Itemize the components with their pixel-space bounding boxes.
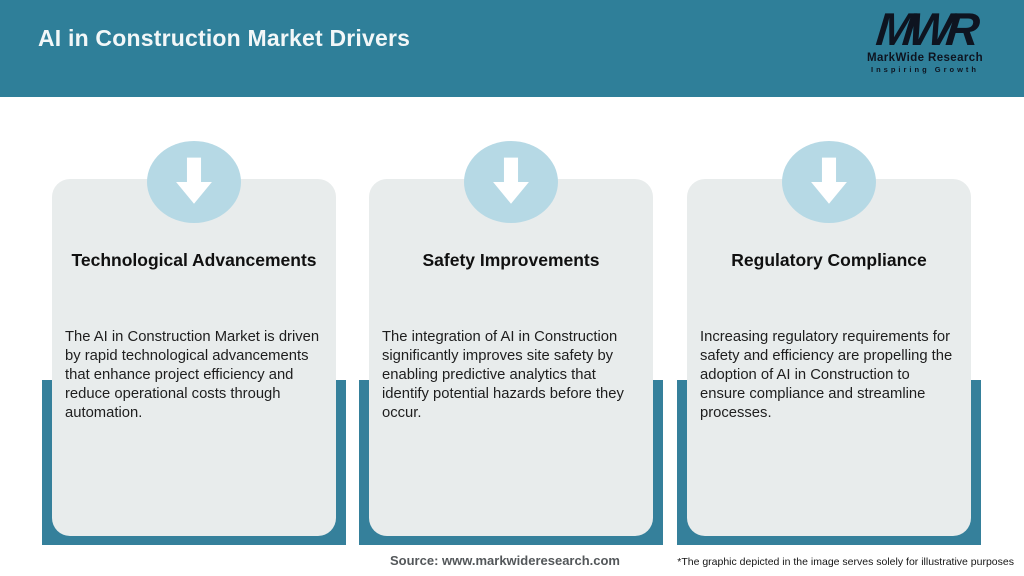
header-bar: AI in Construction Market Drivers MWR Ma… (0, 0, 1024, 97)
card-body: The AI in Construction Market is driven … (65, 329, 320, 421)
down-arrow-badge (147, 141, 241, 223)
logo-tagline: Inspiring Growth (871, 64, 979, 74)
down-arrow-badge (782, 141, 876, 223)
driver-card-technological-advancements: Technological Advancements The AI in Con… (52, 141, 336, 536)
driver-card-regulatory-compliance: Regulatory Compliance Increasing regulat… (687, 141, 971, 536)
logo-monogram: MWR (873, 3, 977, 55)
down-arrow-icon (811, 157, 847, 204)
card-title: Technological Advancements (71, 250, 317, 270)
page-title: AI in Construction Market Drivers (38, 25, 411, 51)
driver-card-safety-improvements: Safety Improvements The integration of A… (369, 141, 653, 536)
source-text: Source: www.markwideresearch.com (389, 553, 621, 568)
disclaimer-text: *The graphic depicted in the image serve… (677, 556, 1014, 568)
card-title: Safety Improvements (422, 250, 600, 270)
logo-name: MarkWide Research (867, 51, 983, 64)
card-body: Increasing regulatory requirements for s… (700, 329, 953, 421)
logo: MWR MarkWide Research Inspiring Growth (840, 3, 1010, 74)
card-body: The integration of AI in Construction si… (382, 329, 624, 421)
down-arrow-icon (493, 157, 529, 204)
down-arrow-icon (176, 157, 212, 204)
card-title: Regulatory Compliance (731, 250, 927, 270)
down-arrow-badge (464, 141, 558, 223)
